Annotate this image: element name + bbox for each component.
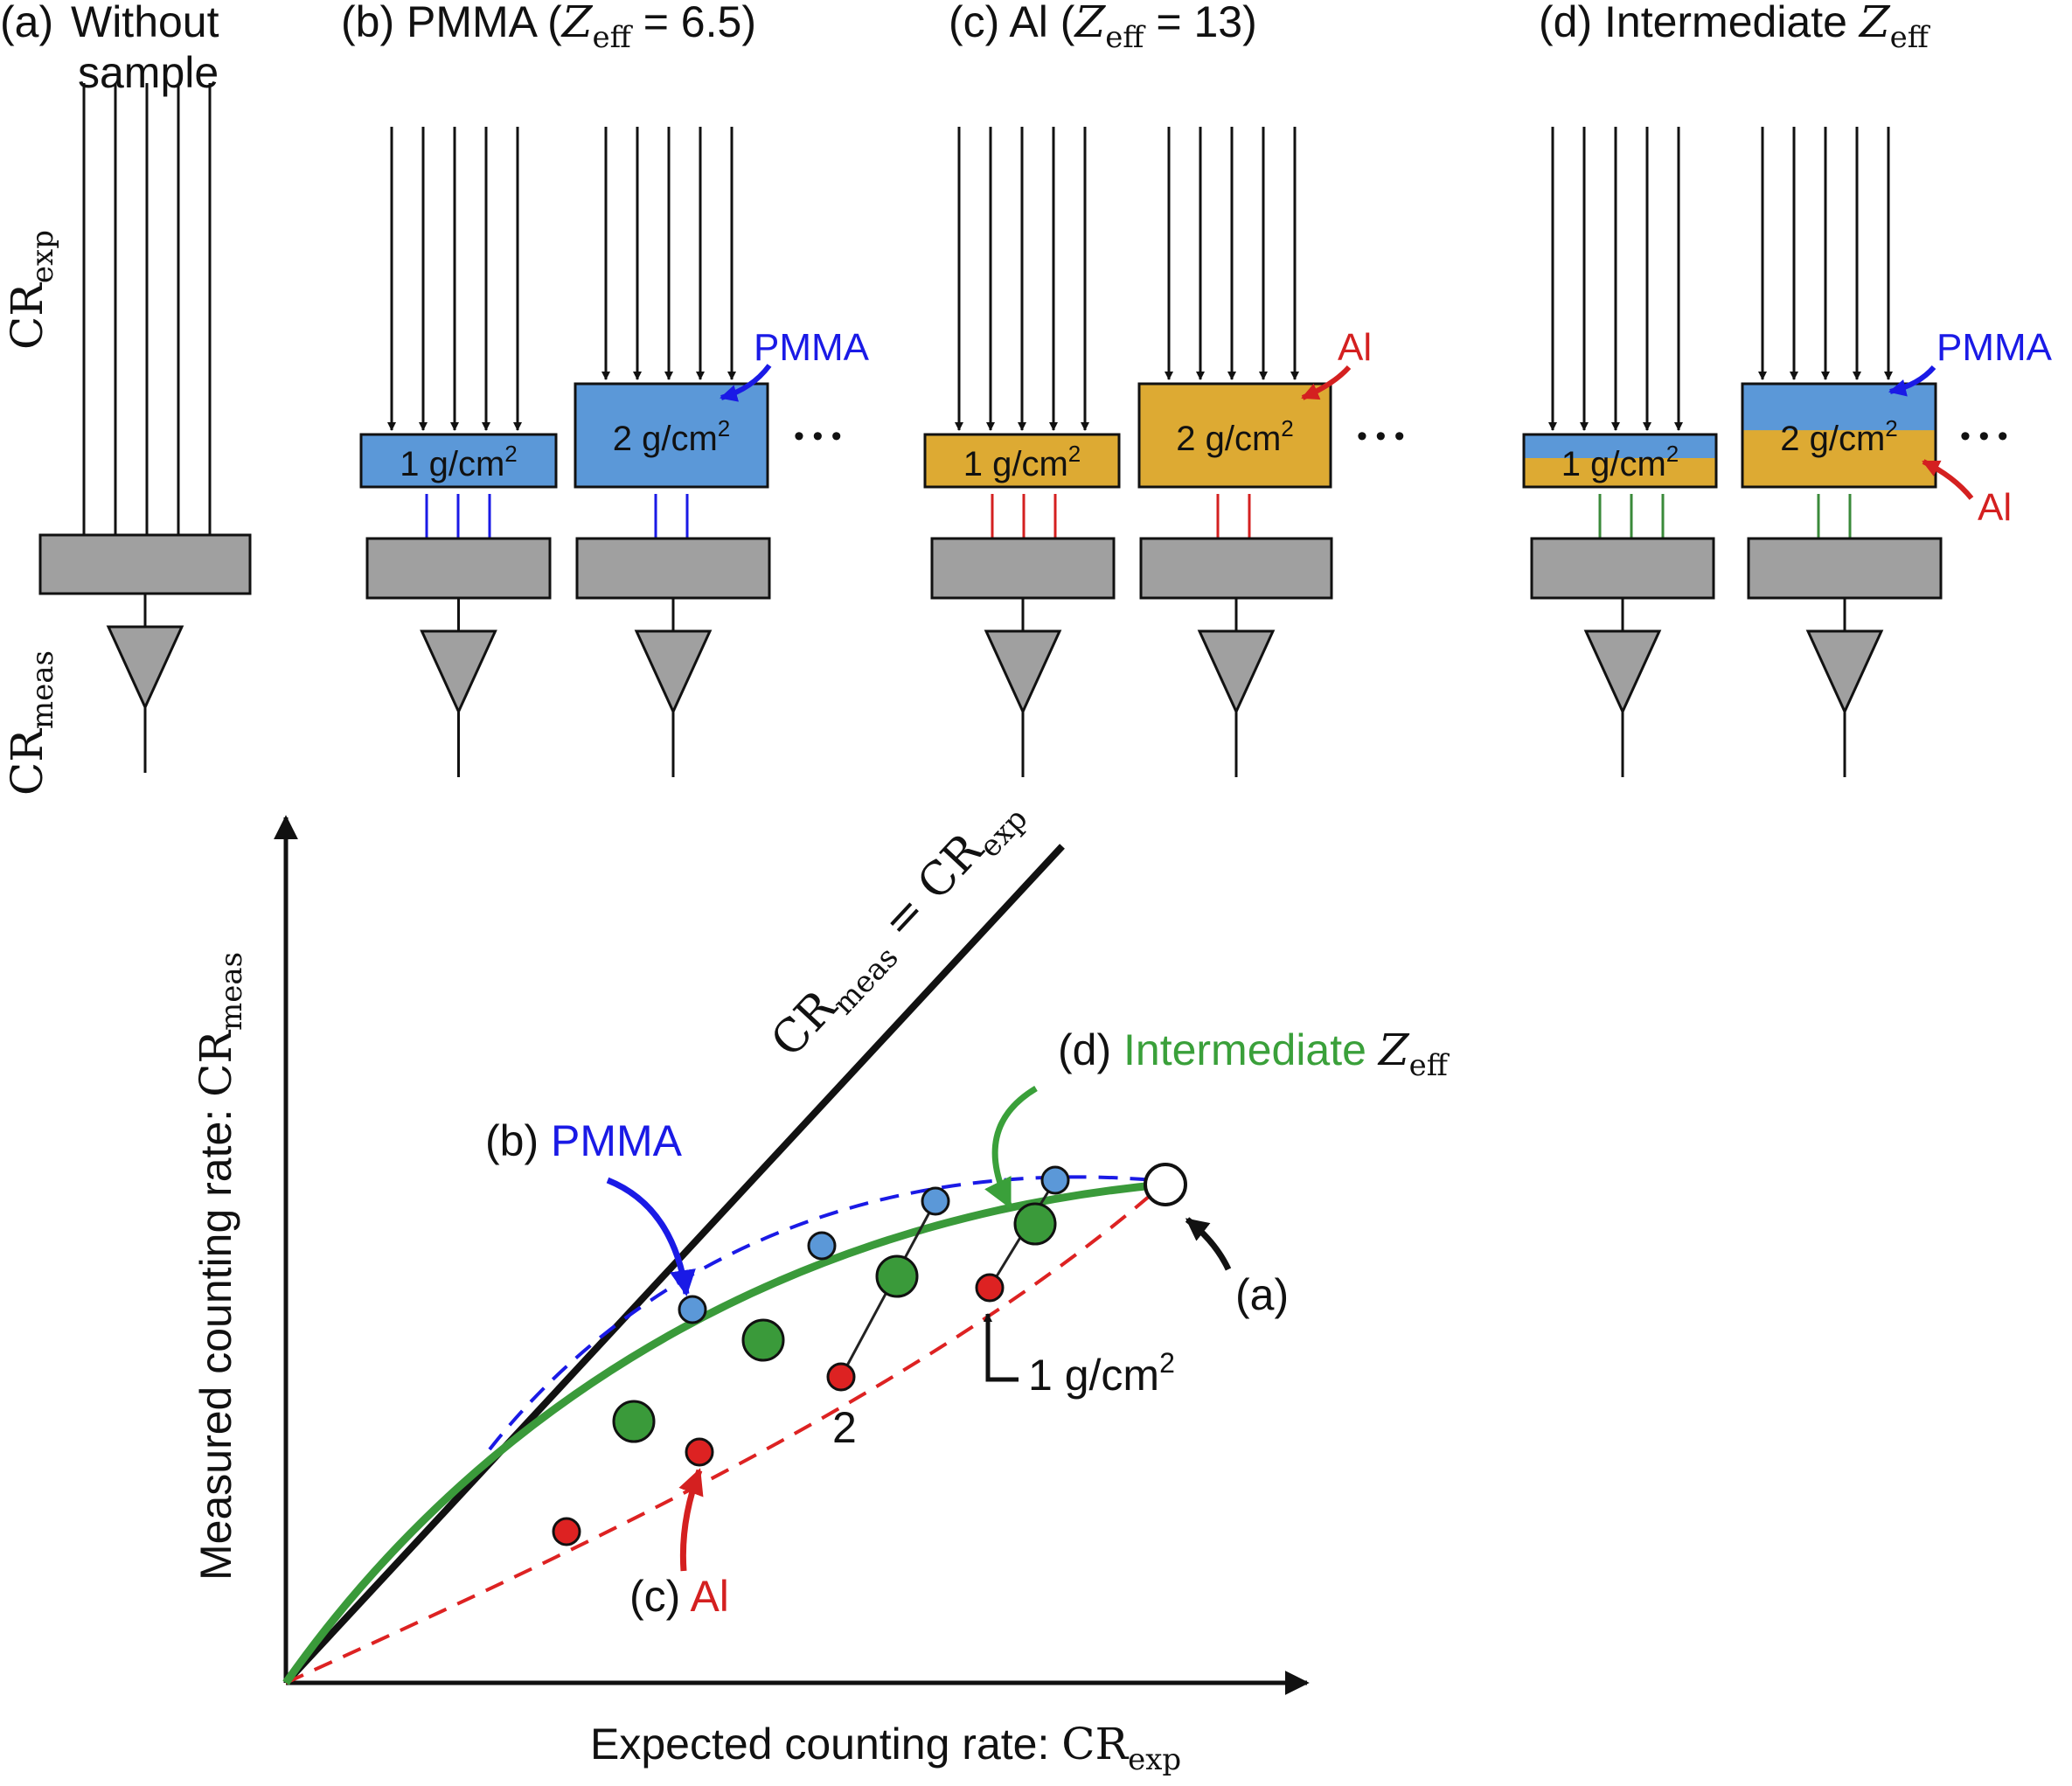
mixed-sample [1741, 382, 1937, 489]
detector-block [1530, 537, 1715, 600]
annotation-1g: 1 g/cm2 [1028, 1347, 1175, 1400]
panel-a-title-line2: sample [78, 48, 219, 97]
intermediate-point [1013, 1202, 1057, 1246]
x-axis-label: Expected counting rate: CRexp [590, 1719, 1181, 1777]
annotation-1g-arrow [984, 1313, 1019, 1382]
sample-density-label: 2 g/cm2 [1176, 415, 1294, 458]
intermediate-point [612, 1400, 656, 1443]
mixed-sample [1522, 433, 1718, 489]
material-label: Al [1978, 486, 2012, 529]
amplifier-triangle [1197, 629, 1276, 715]
material-pointer-arrow [1888, 365, 1936, 397]
identity-line [283, 844, 1065, 1685]
al-point [826, 1362, 856, 1392]
pmma-point [678, 1295, 707, 1324]
more-samples-ellipsis: • • • [794, 420, 842, 453]
annotation-a-arrow [1185, 1217, 1232, 1271]
annotation-d-arrow [984, 1085, 1038, 1210]
material-label: Al [1338, 326, 1372, 369]
al-sample [923, 433, 1121, 489]
al-sample [1137, 382, 1332, 489]
intermediate-curve [282, 1180, 1164, 1685]
panel-d-title: (d) Intermediate Zeff [1539, 0, 1931, 55]
y-axis-label: Measured counting rate: CRmeas [191, 952, 249, 1581]
no-sample-point [1144, 1163, 1187, 1206]
annotation-b-arrow [606, 1177, 696, 1296]
detector-block [930, 537, 1116, 600]
material-pointer-arrow [1301, 365, 1352, 400]
amplifier-triangle [1583, 629, 1662, 715]
material-pointer-arrow [720, 364, 772, 402]
sample-density-label: 2 g/cm2 [613, 415, 731, 458]
annotation-b: (b) PMMA [485, 1116, 683, 1165]
identity-label: CRmeas = CRexp [761, 785, 1035, 1072]
detector-block [1139, 537, 1333, 600]
detector-block [38, 533, 252, 595]
al-curve [285, 1183, 1165, 1685]
al-point [685, 1437, 714, 1467]
annotation-c-arrow [678, 1468, 704, 1572]
amplifier-triangle [106, 625, 184, 711]
panel-a-title-line1: Without [71, 0, 219, 46]
annotation-d: (d) Intermediate Zeff [1058, 1025, 1450, 1083]
schematic-top: 1 g/cm2 2 g/cm2 • • • PMMA 1 g/cm2 2 g/cm2 • •… [38, 83, 2053, 777]
pmma-layer [1524, 434, 1716, 458]
amplifier-triangle [420, 629, 497, 715]
amplifier-triangle [634, 629, 713, 715]
panel-b-title: (b) PMMA (Zeff = 6.5) [341, 0, 756, 55]
al-point [975, 1273, 1005, 1303]
pmma-curve [488, 1175, 1155, 1451]
amplifier-triangle [984, 629, 1062, 715]
amplifier-triangle [1805, 629, 1884, 715]
pmma-point [921, 1186, 950, 1216]
cr-meas-side-label: CRmeas [2, 650, 60, 796]
al-point [552, 1517, 581, 1546]
more-samples-ellipsis: • • • [1357, 420, 1405, 453]
sample-density-label: 1 g/cm2 [963, 441, 1081, 483]
detector-block [1747, 537, 1943, 600]
pmma-sample [359, 433, 558, 489]
material-pointer-arrow [1922, 459, 1974, 500]
intermediate-point [875, 1254, 919, 1298]
panel-c-title: (c) Al (Zeff = 13) [949, 0, 1257, 55]
panel-a-label: (a) [0, 0, 53, 46]
detector-block [575, 537, 771, 600]
sample-density-label: 2 g/cm2 [1780, 415, 1898, 458]
pmma-point [1040, 1165, 1070, 1195]
material-label: PMMA [754, 326, 870, 369]
panel-a-title: (a) Without sample [0, 0, 219, 97]
sample-density-label: 1 g/cm2 [1561, 441, 1679, 483]
sample-density-label: 1 g/cm2 [400, 441, 518, 483]
annotation-c: (c) Al [629, 1572, 729, 1621]
detector-block [365, 537, 552, 600]
more-samples-ellipsis: • • • [1960, 420, 2008, 453]
material-label: PMMA [1936, 326, 2053, 369]
annotation-a: (a) [1235, 1270, 1289, 1319]
annotation-2: 2 [832, 1403, 857, 1452]
cr-exp-side-label: CRexp [2, 230, 60, 350]
intermediate-point [741, 1318, 785, 1362]
plot: (b) PMMA (c) Al (d) Intermediate Zeff (a… [191, 785, 1450, 1777]
pmma-point [807, 1231, 837, 1261]
